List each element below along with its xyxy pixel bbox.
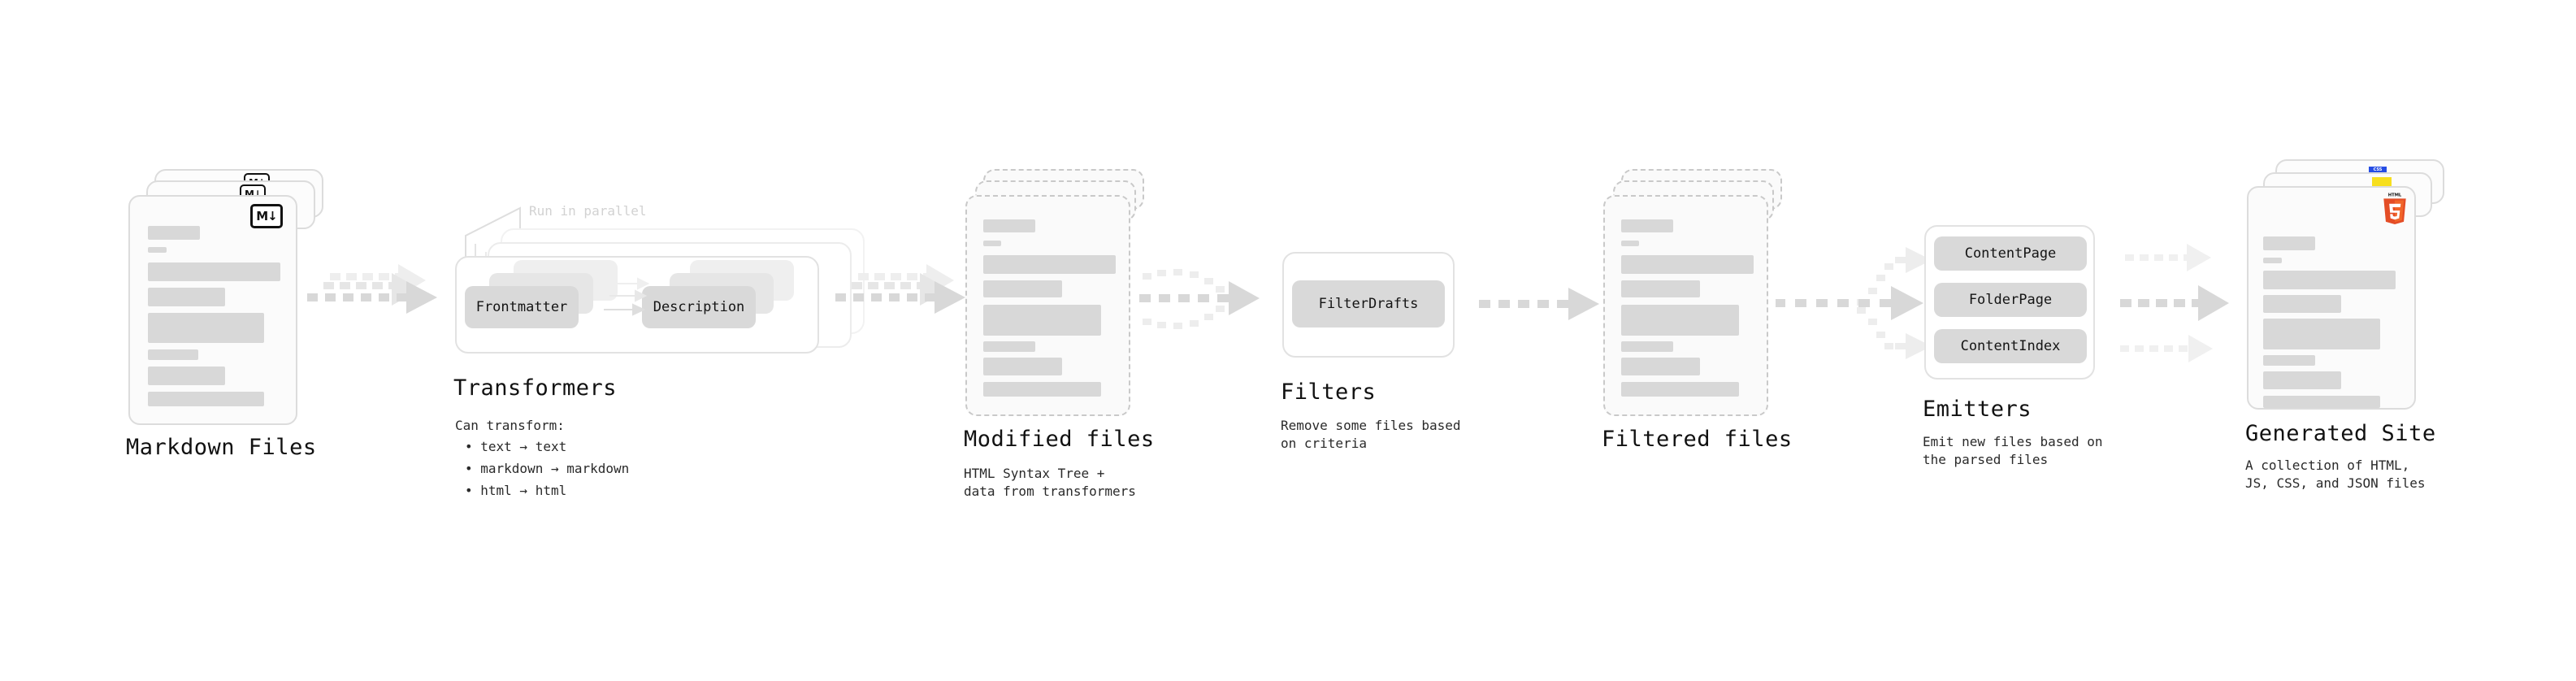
markdown-card-front: [128, 195, 297, 425]
skeleton-bar: [148, 247, 167, 253]
run-in-parallel-label: Run in parallel: [529, 203, 647, 219]
skeleton-bar: [1621, 219, 1673, 232]
emitter-pill-contentpage[interactable]: ContentPage: [1934, 236, 2087, 271]
skeleton-bar: [983, 241, 1001, 246]
skeleton-bar: [2263, 396, 2380, 408]
skeleton-bar: [1621, 280, 1700, 297]
skeleton-bar: [2263, 319, 2380, 349]
skeleton-bar: [1621, 241, 1639, 246]
transformer-pill-description[interactable]: Description: [642, 286, 756, 328]
skeleton-bar: [1621, 305, 1739, 336]
connector-filtered-to-emitters: [1776, 247, 1932, 359]
transformers-bullet-2: • html → html: [465, 483, 567, 498]
skeleton-bar: [2263, 371, 2341, 389]
skeleton-bar: [983, 341, 1035, 352]
skeleton-bar: [2263, 295, 2341, 313]
connector-markdown-to-transformers: [307, 264, 437, 314]
connector-filters-to-filtered: [1479, 288, 1599, 320]
connector-modified-to-filters: [1139, 269, 1260, 329]
skeleton-bar: [148, 262, 280, 281]
skeleton-bar: [2263, 271, 2396, 289]
connector-transformers-to-modified: [835, 264, 965, 314]
css3-icon-label: CSS: [2373, 167, 2383, 172]
stage-title-markdown-files: Markdown Files: [126, 435, 317, 460]
skeleton-bar: [983, 219, 1035, 232]
transformers-bullet-1: • markdown → markdown: [465, 461, 630, 476]
skeleton-bar: [983, 255, 1116, 274]
skeleton-bar: [2263, 258, 2282, 263]
emitter-pill-folderpage[interactable]: FolderPage: [1934, 283, 2087, 317]
transformer-inner-arrows: [604, 277, 650, 316]
skeleton-bar: [983, 382, 1101, 397]
html5-icon: HTML: [2383, 193, 2406, 224]
skeleton-bar: [148, 313, 264, 343]
skeleton-bar: [1621, 255, 1754, 274]
connector-emitters-to-site: [2120, 244, 2229, 362]
skeleton-bar: [983, 305, 1101, 336]
filter-pill-filterdrafts[interactable]: FilterDrafts: [1292, 280, 1445, 327]
transformer-pill-frontmatter[interactable]: Frontmatter: [465, 286, 579, 328]
filters-subtitle: Remove some files based on criteria: [1281, 418, 1461, 451]
skeleton-bar: [148, 392, 264, 406]
skeleton-bar: [1621, 341, 1673, 352]
skeleton-bar: [1621, 382, 1739, 397]
stage-title-filters: Filters: [1281, 380, 1377, 405]
emitter-pill-contentindex[interactable]: ContentIndex: [1934, 329, 2087, 363]
skeleton-bar: [983, 358, 1062, 375]
skeleton-bar: [148, 367, 225, 385]
skeleton-bar: [148, 226, 200, 240]
stage-title-filtered-files: Filtered files: [1602, 427, 1793, 452]
generated-site-subtitle: A collection of HTML, JS, CSS, and JSON …: [2245, 458, 2426, 491]
skeleton-bar: [148, 288, 225, 306]
stage-title-generated-site: Generated Site: [2245, 421, 2436, 446]
skeleton-bar: [148, 349, 198, 360]
site-card-front: [2247, 186, 2416, 410]
modified-files-subtitle: HTML Syntax Tree + data from transformer…: [964, 466, 1136, 499]
skeleton-bar: [2263, 355, 2315, 366]
svg-text:HTML: HTML: [2388, 193, 2402, 197]
stage-title-modified-files: Modified files: [964, 427, 1155, 452]
stage-title-transformers: Transformers: [453, 375, 618, 401]
skeleton-bar: [1621, 358, 1700, 375]
skeleton-bar: [2263, 236, 2315, 250]
transformers-subtitle: Can transform:: [455, 418, 565, 433]
stage-title-emitters: Emitters: [1923, 397, 2032, 422]
markdown-badge-front: M↓: [250, 204, 283, 228]
js-icon: [2372, 177, 2392, 187]
skeleton-bar: [983, 280, 1062, 297]
modified-card-front: [965, 195, 1130, 416]
filtered-card-front: [1603, 195, 1768, 416]
emitters-subtitle: Emit new files based on the parsed files: [1923, 434, 2103, 467]
transformers-bullet-0: • text → text: [465, 439, 567, 454]
